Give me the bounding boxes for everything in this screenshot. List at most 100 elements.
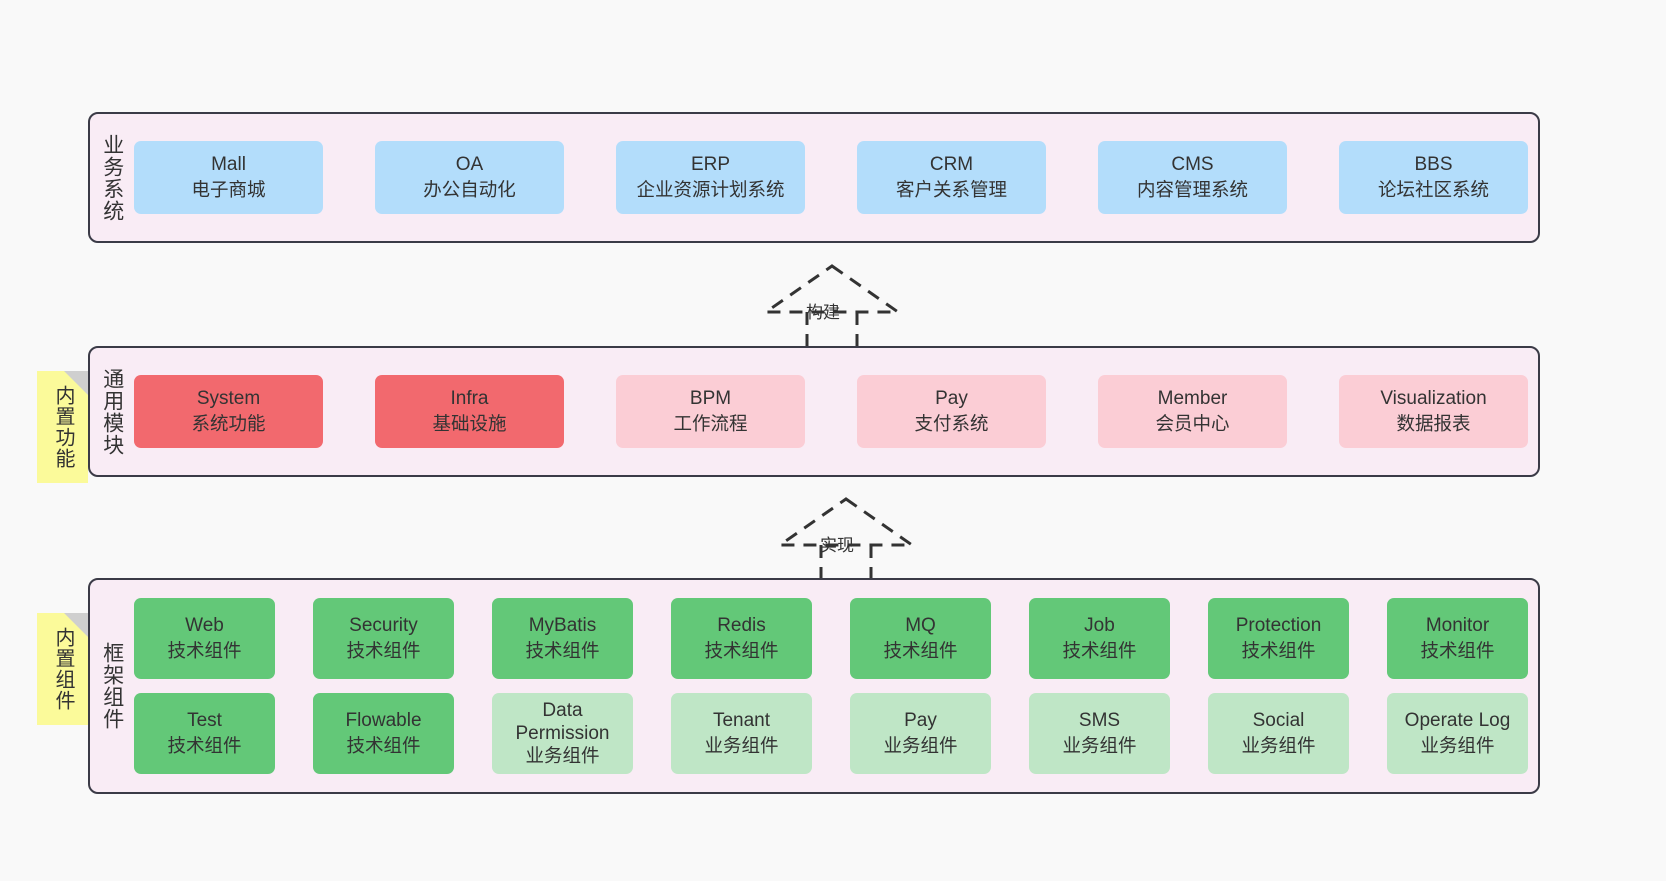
layer-title-framework-components: 框架组件 bbox=[100, 642, 124, 730]
layer-body-common-modules: System 系统功能 Infra 基础设施 BPM 工作流程 Pay 支付系统… bbox=[134, 348, 1538, 475]
node-title: Security bbox=[349, 615, 418, 637]
node-title: Mall bbox=[211, 154, 246, 176]
node-title: CRM bbox=[929, 154, 974, 176]
note-fold-corner-icon bbox=[64, 613, 88, 637]
node-infra[interactable]: Infra 基础设施 bbox=[375, 375, 564, 448]
node-title: MyBatis bbox=[528, 615, 597, 637]
node-subtitle: 技术组件 bbox=[1062, 639, 1137, 661]
node-erp[interactable]: ERP 企业资源计划系统 bbox=[616, 141, 805, 214]
node-subtitle: 业务组件 bbox=[1420, 734, 1495, 756]
arrow-stem bbox=[805, 312, 859, 348]
note-builtin-components: 内置组件 bbox=[37, 613, 88, 725]
node-pay-component[interactable]: Pay 业务组件 bbox=[850, 693, 991, 774]
node-subtitle: 技术组件 bbox=[1420, 639, 1495, 661]
node-title: Redis bbox=[717, 615, 766, 637]
node-job[interactable]: Job 技术组件 bbox=[1029, 598, 1170, 679]
node-title: Test bbox=[187, 710, 222, 732]
arrow-head-triangle bbox=[761, 264, 903, 314]
node-mall[interactable]: Mall 电子商城 bbox=[134, 141, 323, 214]
node-test[interactable]: Test 技术组件 bbox=[134, 693, 275, 774]
node-title: Social bbox=[1252, 710, 1305, 732]
layer-business-systems: 业务系统 Mall 电子商城 OA 办公自动化 ERP 企业资源计划系统 CRM… bbox=[88, 112, 1540, 243]
node-title: Job bbox=[1084, 615, 1115, 637]
node-subtitle: 办公自动化 bbox=[423, 178, 516, 200]
layer-title-common-modules: 通用模块 bbox=[100, 367, 124, 456]
node-subtitle: 支付系统 bbox=[914, 412, 989, 434]
node-redis[interactable]: Redis 技术组件 bbox=[671, 598, 812, 679]
node-bbs[interactable]: BBS 论坛社区系统 bbox=[1339, 141, 1528, 214]
node-cms[interactable]: CMS 内容管理系统 bbox=[1098, 141, 1287, 214]
node-crm[interactable]: CRM 客户关系管理 bbox=[857, 141, 1046, 214]
node-title: Visualization bbox=[1380, 388, 1487, 410]
node-subtitle: 系统功能 bbox=[191, 412, 266, 434]
node-subtitle: 业务组件 bbox=[1062, 734, 1137, 756]
node-data-permission[interactable]: Data Permission 业务组件 bbox=[492, 693, 633, 774]
node-flowable[interactable]: Flowable 技术组件 bbox=[313, 693, 454, 774]
node-sms[interactable]: SMS 业务组件 bbox=[1029, 693, 1170, 774]
arrow-head-triangle bbox=[775, 497, 917, 547]
node-subtitle: 技术组件 bbox=[346, 639, 421, 661]
node-title: Protection bbox=[1235, 615, 1322, 637]
node-subtitle: 业务组件 bbox=[525, 745, 600, 767]
node-title: Pay bbox=[904, 710, 937, 732]
node-title: Tenant bbox=[712, 710, 771, 732]
note-fold-corner-icon bbox=[64, 371, 88, 395]
node-title: Flowable bbox=[345, 710, 422, 732]
node-protection[interactable]: Protection 技术组件 bbox=[1208, 598, 1349, 679]
node-bpm[interactable]: BPM 工作流程 bbox=[616, 375, 805, 448]
node-title: OA bbox=[455, 154, 484, 176]
node-subtitle: 技术组件 bbox=[704, 639, 779, 661]
node-title: CMS bbox=[1171, 154, 1214, 176]
node-system[interactable]: System 系统功能 bbox=[134, 375, 323, 448]
node-subtitle: 企业资源计划系统 bbox=[636, 178, 785, 200]
node-subtitle: 客户关系管理 bbox=[895, 178, 1007, 200]
connector-implement: 实现 bbox=[772, 495, 922, 581]
note-label: 内置组件 bbox=[52, 627, 74, 711]
node-oa[interactable]: OA 办公自动化 bbox=[375, 141, 564, 214]
node-visualization[interactable]: Visualization 数据报表 bbox=[1339, 375, 1528, 448]
node-subtitle: 工作流程 bbox=[673, 412, 748, 434]
node-security[interactable]: Security 技术组件 bbox=[313, 598, 454, 679]
node-tenant[interactable]: Tenant 业务组件 bbox=[671, 693, 812, 774]
connector-label-build: 构建 bbox=[806, 303, 840, 322]
node-title: Data Permission bbox=[515, 700, 610, 745]
node-subtitle: 技术组件 bbox=[1241, 639, 1316, 661]
node-mq[interactable]: MQ 技术组件 bbox=[850, 598, 991, 679]
node-subtitle: 业务组件 bbox=[1241, 734, 1316, 756]
node-row: System 系统功能 Infra 基础设施 BPM 工作流程 Pay 支付系统… bbox=[134, 375, 1528, 448]
node-subtitle: 业务组件 bbox=[704, 734, 779, 756]
node-title: Monitor bbox=[1425, 615, 1490, 637]
node-title: Operate Log bbox=[1404, 710, 1511, 732]
node-subtitle: 业务组件 bbox=[883, 734, 958, 756]
node-subtitle: 内容管理系统 bbox=[1136, 178, 1248, 200]
node-row: Web 技术组件 Security 技术组件 MyBatis 技术组件 Redi… bbox=[134, 598, 1528, 679]
connector-label-implement: 实现 bbox=[820, 536, 854, 555]
layer-title-business-systems: 业务系统 bbox=[100, 133, 124, 222]
node-pay-module[interactable]: Pay 支付系统 bbox=[857, 375, 1046, 448]
node-row: Test 技术组件 Flowable 技术组件 Data Permission … bbox=[134, 693, 1528, 774]
arrow-stem bbox=[819, 545, 873, 581]
node-mybatis[interactable]: MyBatis 技术组件 bbox=[492, 598, 633, 679]
node-title: Infra bbox=[450, 388, 489, 410]
node-subtitle: 技术组件 bbox=[167, 639, 242, 661]
note-label: 内置功能 bbox=[52, 385, 74, 469]
node-subtitle: 技术组件 bbox=[346, 734, 421, 756]
node-subtitle: 电子商城 bbox=[191, 178, 266, 200]
node-subtitle: 会员中心 bbox=[1155, 412, 1230, 434]
node-title: ERP bbox=[690, 154, 731, 176]
node-subtitle: 技术组件 bbox=[525, 639, 600, 661]
node-monitor[interactable]: Monitor 技术组件 bbox=[1387, 598, 1528, 679]
node-web[interactable]: Web 技术组件 bbox=[134, 598, 275, 679]
note-builtin-features: 内置功能 bbox=[37, 371, 88, 483]
layer-framework-components: 框架组件 Web 技术组件 Security 技术组件 MyBatis 技术组件… bbox=[88, 578, 1540, 794]
node-member[interactable]: Member 会员中心 bbox=[1098, 375, 1287, 448]
node-subtitle: 基础设施 bbox=[432, 412, 507, 434]
node-subtitle: 技术组件 bbox=[883, 639, 958, 661]
node-social[interactable]: Social 业务组件 bbox=[1208, 693, 1349, 774]
node-operate-log[interactable]: Operate Log 业务组件 bbox=[1387, 693, 1528, 774]
connector-build: 构建 bbox=[758, 262, 908, 348]
node-subtitle: 技术组件 bbox=[167, 734, 242, 756]
node-title: Member bbox=[1157, 388, 1228, 410]
node-title: Pay bbox=[935, 388, 968, 410]
